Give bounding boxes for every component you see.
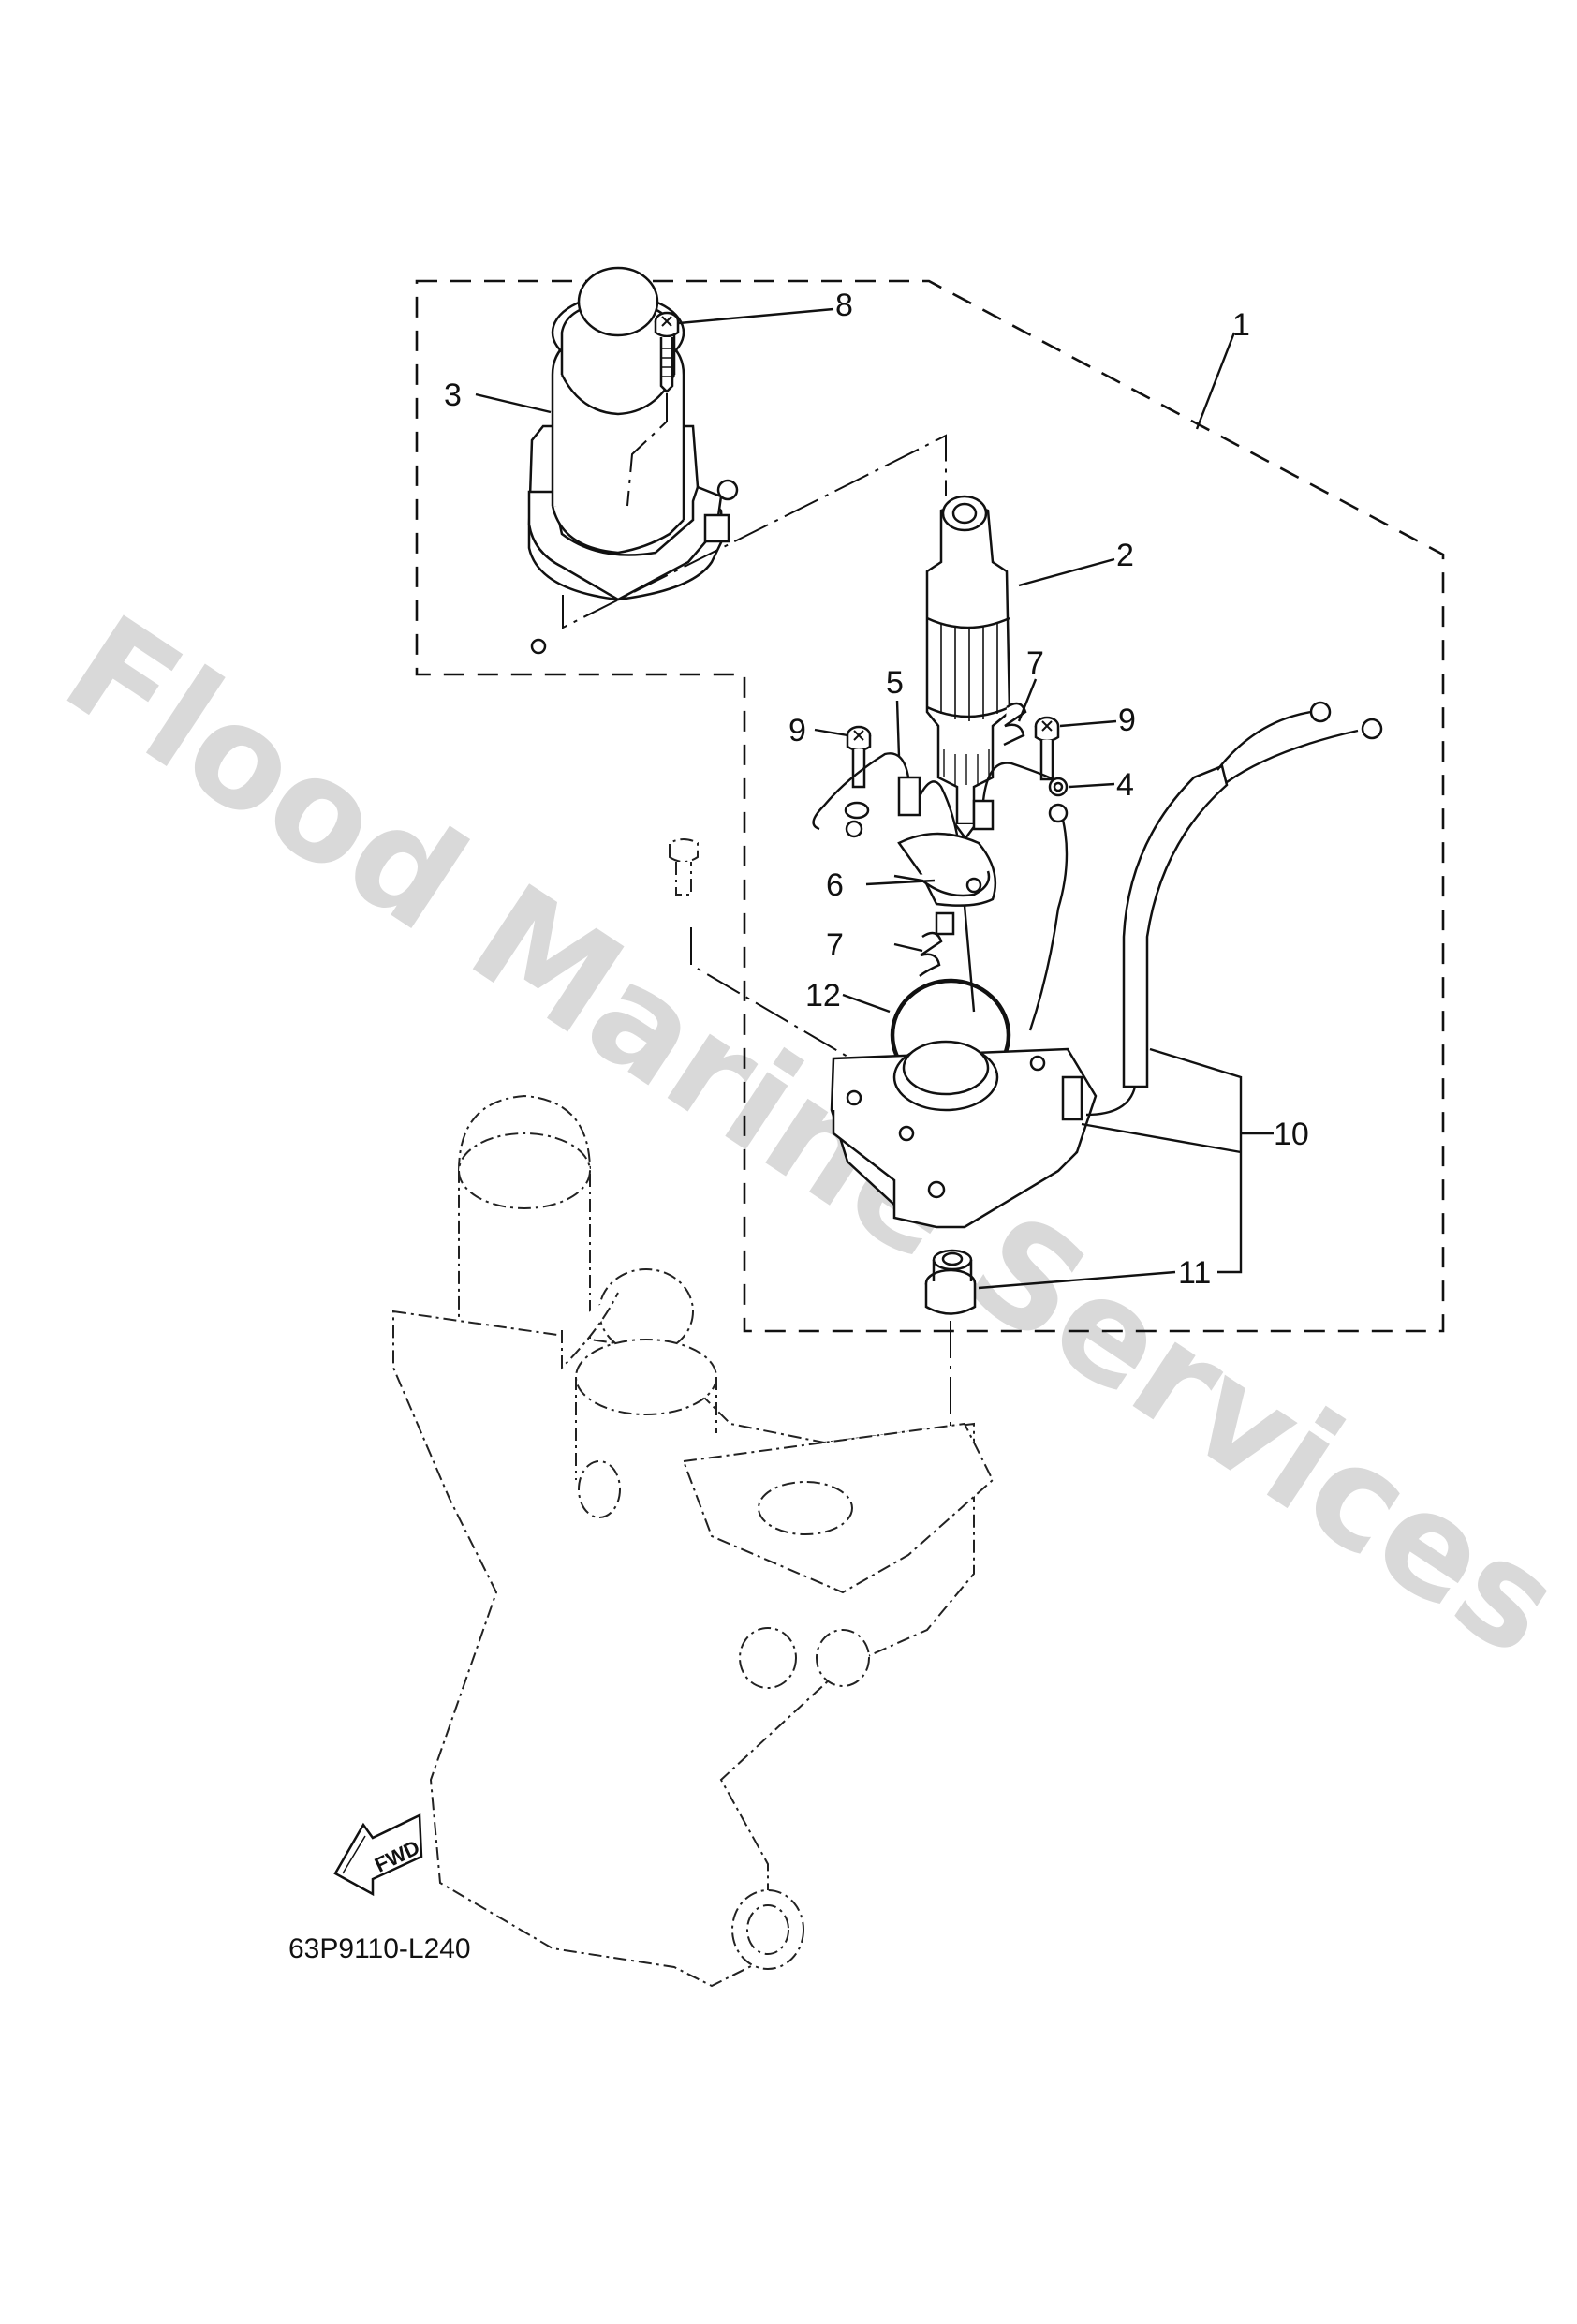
callout-3: 3 xyxy=(444,377,462,413)
part-6-brush-holder[interactable] xyxy=(845,820,997,936)
part-11-grommet[interactable] xyxy=(924,1249,977,1315)
callout-9-right: 9 xyxy=(1118,703,1136,738)
part-7-spring-upper[interactable] xyxy=(1003,702,1027,747)
leader-lines xyxy=(475,307,1274,1290)
callout-8: 8 xyxy=(835,288,853,323)
part-7-spring-lower[interactable] xyxy=(919,931,943,977)
callout-11: 11 xyxy=(1178,1255,1211,1291)
callout-2: 2 xyxy=(1116,538,1134,573)
yoke-armature-alignment-line xyxy=(562,434,947,629)
part-8-alignment-line xyxy=(626,393,668,507)
callout-10: 10 xyxy=(1274,1117,1309,1152)
part-9-screw-right[interactable] xyxy=(1034,716,1060,781)
callout-6: 6 xyxy=(826,867,844,903)
callout-7-upper: 7 xyxy=(1026,645,1044,681)
base-mounting-bolt[interactable] xyxy=(669,838,699,896)
tilt-trim-unit-reference xyxy=(392,1094,995,1988)
assembly-group-outline xyxy=(415,279,1445,1333)
part-10-motor-base[interactable] xyxy=(830,701,1383,1229)
part-8-screw[interactable] xyxy=(654,311,680,393)
callout-labels: 1 2 3 4 5 6 7 7 8 9 9 10 11 12 xyxy=(444,288,1309,1291)
callout-4: 4 xyxy=(1116,767,1134,803)
fwd-direction-arrow: FWD xyxy=(333,1813,423,1897)
callout-5: 5 xyxy=(886,665,904,701)
callout-9-left: 9 xyxy=(788,713,806,748)
callout-12: 12 xyxy=(805,978,841,1014)
bolt-alignment-line xyxy=(690,927,848,1058)
callout-7-lower: 7 xyxy=(826,927,844,963)
part-4-washer[interactable] xyxy=(1048,777,1069,797)
callout-1: 1 xyxy=(1232,307,1250,343)
drawing-number: 63P9110-L240 xyxy=(288,1933,471,1964)
part-2-armature[interactable] xyxy=(925,495,1011,841)
right-brush-lead xyxy=(972,762,1069,1031)
part-3-yoke[interactable] xyxy=(527,266,739,655)
